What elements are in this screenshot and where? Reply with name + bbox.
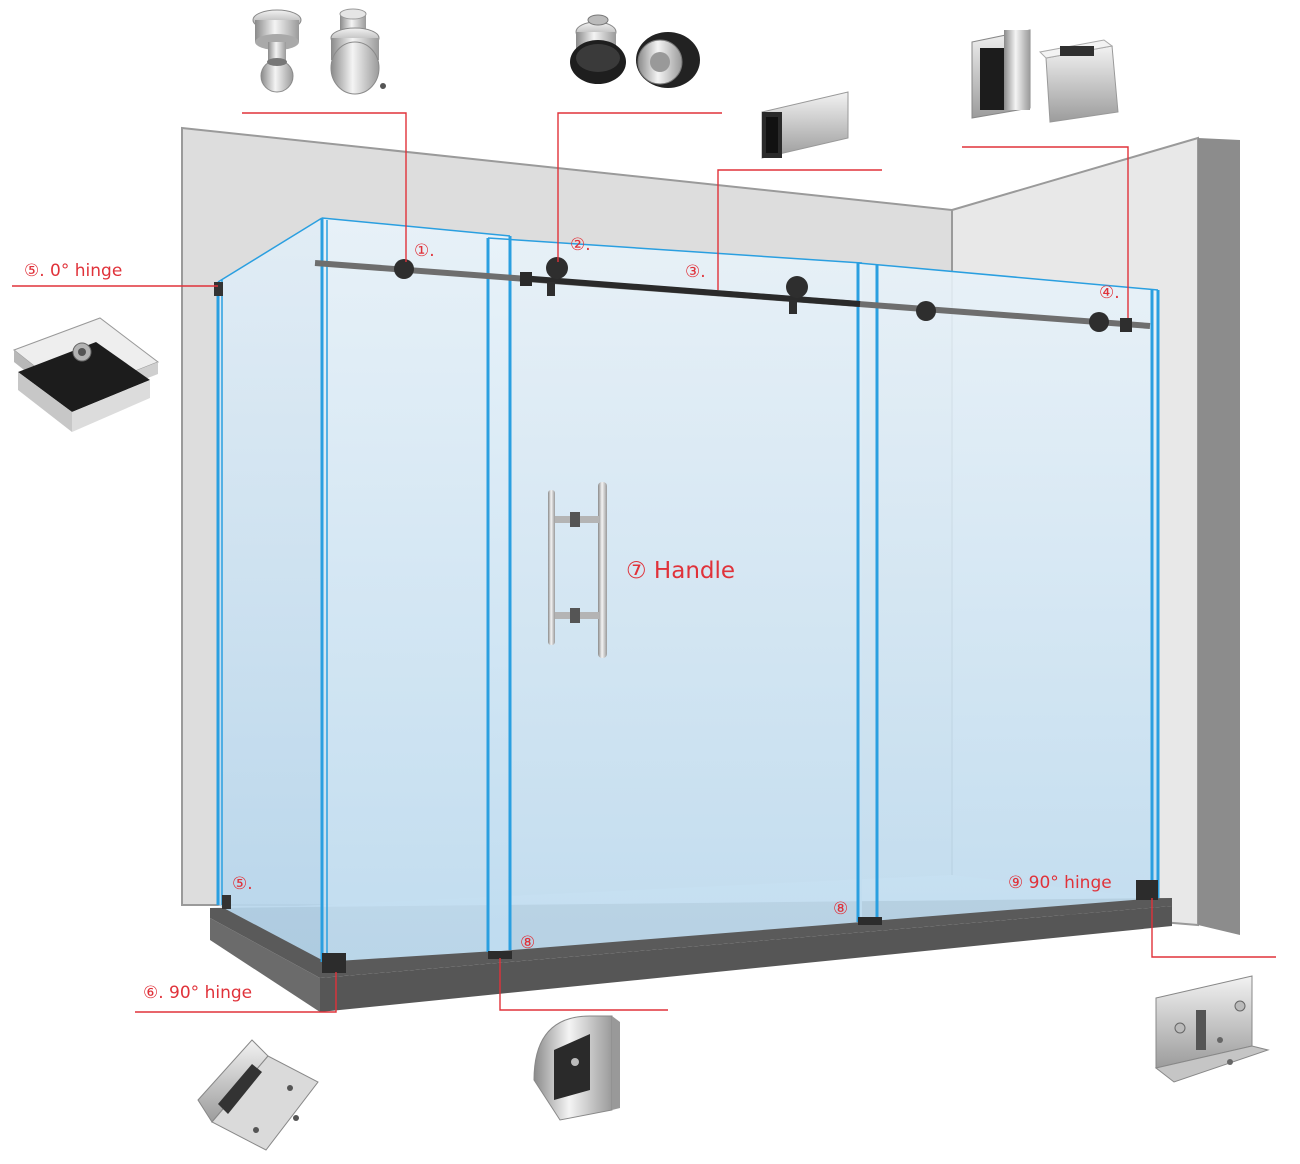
glass-edges	[216, 217, 1160, 962]
label-part-4: ④.	[1099, 283, 1120, 303]
roller-door-right	[786, 276, 808, 298]
leader-part-6	[135, 972, 337, 1013]
fixed-front-panel-left	[322, 218, 510, 962]
sliding-door-panel	[488, 238, 862, 952]
fixed-front-panel-right	[858, 263, 1158, 922]
sliding-bar-tube-icon	[761, 91, 849, 159]
square-glass-clamp-icon	[12, 317, 160, 432]
wall-hinge-icon	[1154, 975, 1270, 1083]
wall-bracket-installed	[1120, 318, 1132, 332]
label-part-7: ⑦ Handle	[626, 558, 735, 584]
leader-part-8	[499, 958, 668, 1011]
bottom-clamp-installed	[222, 895, 231, 909]
floor-guide-right-installed	[858, 917, 882, 925]
leader-part-3	[717, 169, 882, 290]
wall-hinge-installed	[1136, 880, 1158, 900]
label-part-6: ⑥. 90° hinge	[143, 983, 252, 1003]
floor-guide-left-installed	[488, 951, 512, 959]
sliding-bar-door-section	[519, 275, 861, 307]
door-handle	[548, 482, 607, 658]
roller-stopper-icon	[570, 14, 700, 88]
floor-guide-icon	[533, 1015, 620, 1121]
roller-3	[916, 301, 936, 321]
label-part-8-right: ⑧	[833, 899, 848, 919]
installed-hardware	[214, 257, 1158, 973]
label-part-5-top: ⑤. 0° hinge	[24, 261, 122, 281]
roller-wheel-icon	[252, 8, 386, 95]
leader-part-2	[557, 112, 722, 262]
roller-2	[546, 257, 568, 279]
glass-hinge-icon	[197, 1039, 319, 1151]
callout-lines	[12, 112, 1276, 1013]
label-part-2: ②.	[570, 235, 591, 255]
corner-hinge-installed	[322, 953, 346, 973]
side-glass-panel	[218, 218, 322, 960]
label-part-8-left: ⑧	[520, 933, 535, 953]
right-wall-edge	[1198, 138, 1240, 935]
label-part-9: ⑨ 90° hinge	[1008, 873, 1112, 893]
shower-base-front	[210, 918, 320, 1012]
wall-bracket-icon	[971, 29, 1119, 123]
roller-1	[394, 259, 414, 279]
roller-4	[1089, 312, 1109, 332]
shower-base-right	[320, 906, 1172, 1012]
label-part-1: ①.	[414, 241, 435, 261]
glass-enclosure	[216, 217, 1160, 962]
callout-labels: ①. ②. ③. ④. ⑤. 0° hinge ⑤. ⑥. 90° hinge …	[24, 235, 1120, 1003]
leader-part-1	[242, 112, 407, 262]
label-part-5-bottom: ⑤.	[232, 874, 253, 894]
top-clamp-installed	[214, 282, 223, 296]
leader-part-4	[962, 146, 1129, 318]
label-part-3: ③.	[685, 262, 706, 282]
leader-part-9	[1151, 898, 1276, 958]
